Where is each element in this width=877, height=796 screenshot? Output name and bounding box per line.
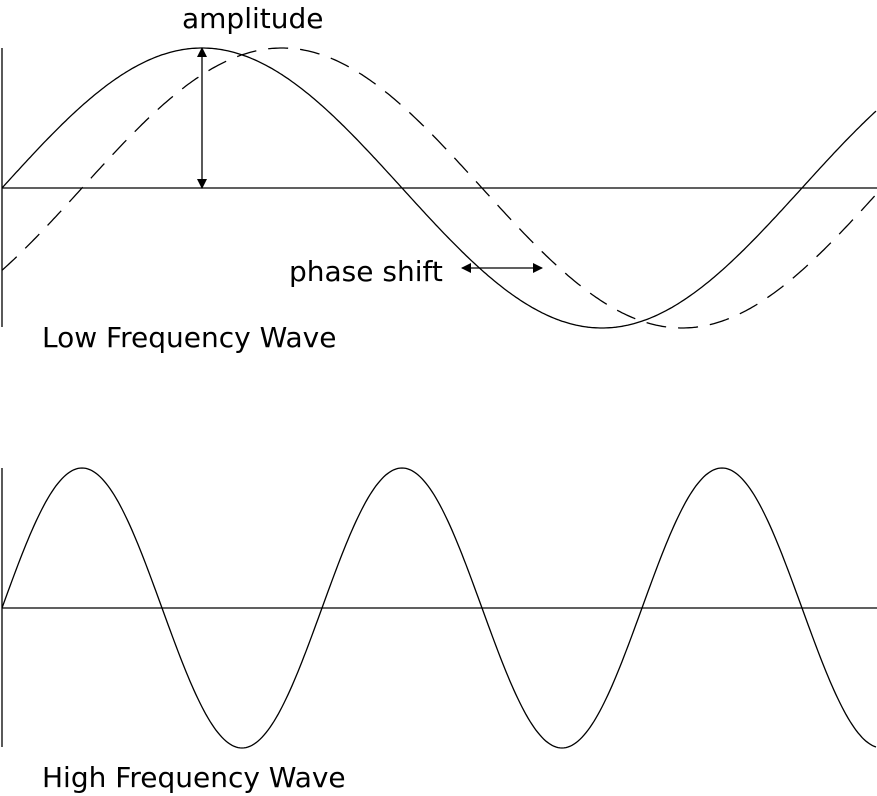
high-frequency-title: High Frequency Wave (42, 761, 346, 794)
high-frequency-solid-wave (1, 467, 877, 749)
low-frequency-title: Low Frequency Wave (42, 321, 336, 354)
high-frequency-panel: High Frequency Wave (1, 467, 877, 794)
low-frequency-panel: amplitude phase shift Low Frequency Wave (1, 2, 877, 354)
low-frequency-solid-wave (1, 47, 877, 329)
amplitude-label: amplitude (182, 2, 324, 35)
phase-shift-label: phase shift (289, 255, 443, 288)
low-frequency-shifted-dashed-wave (1, 47, 877, 329)
